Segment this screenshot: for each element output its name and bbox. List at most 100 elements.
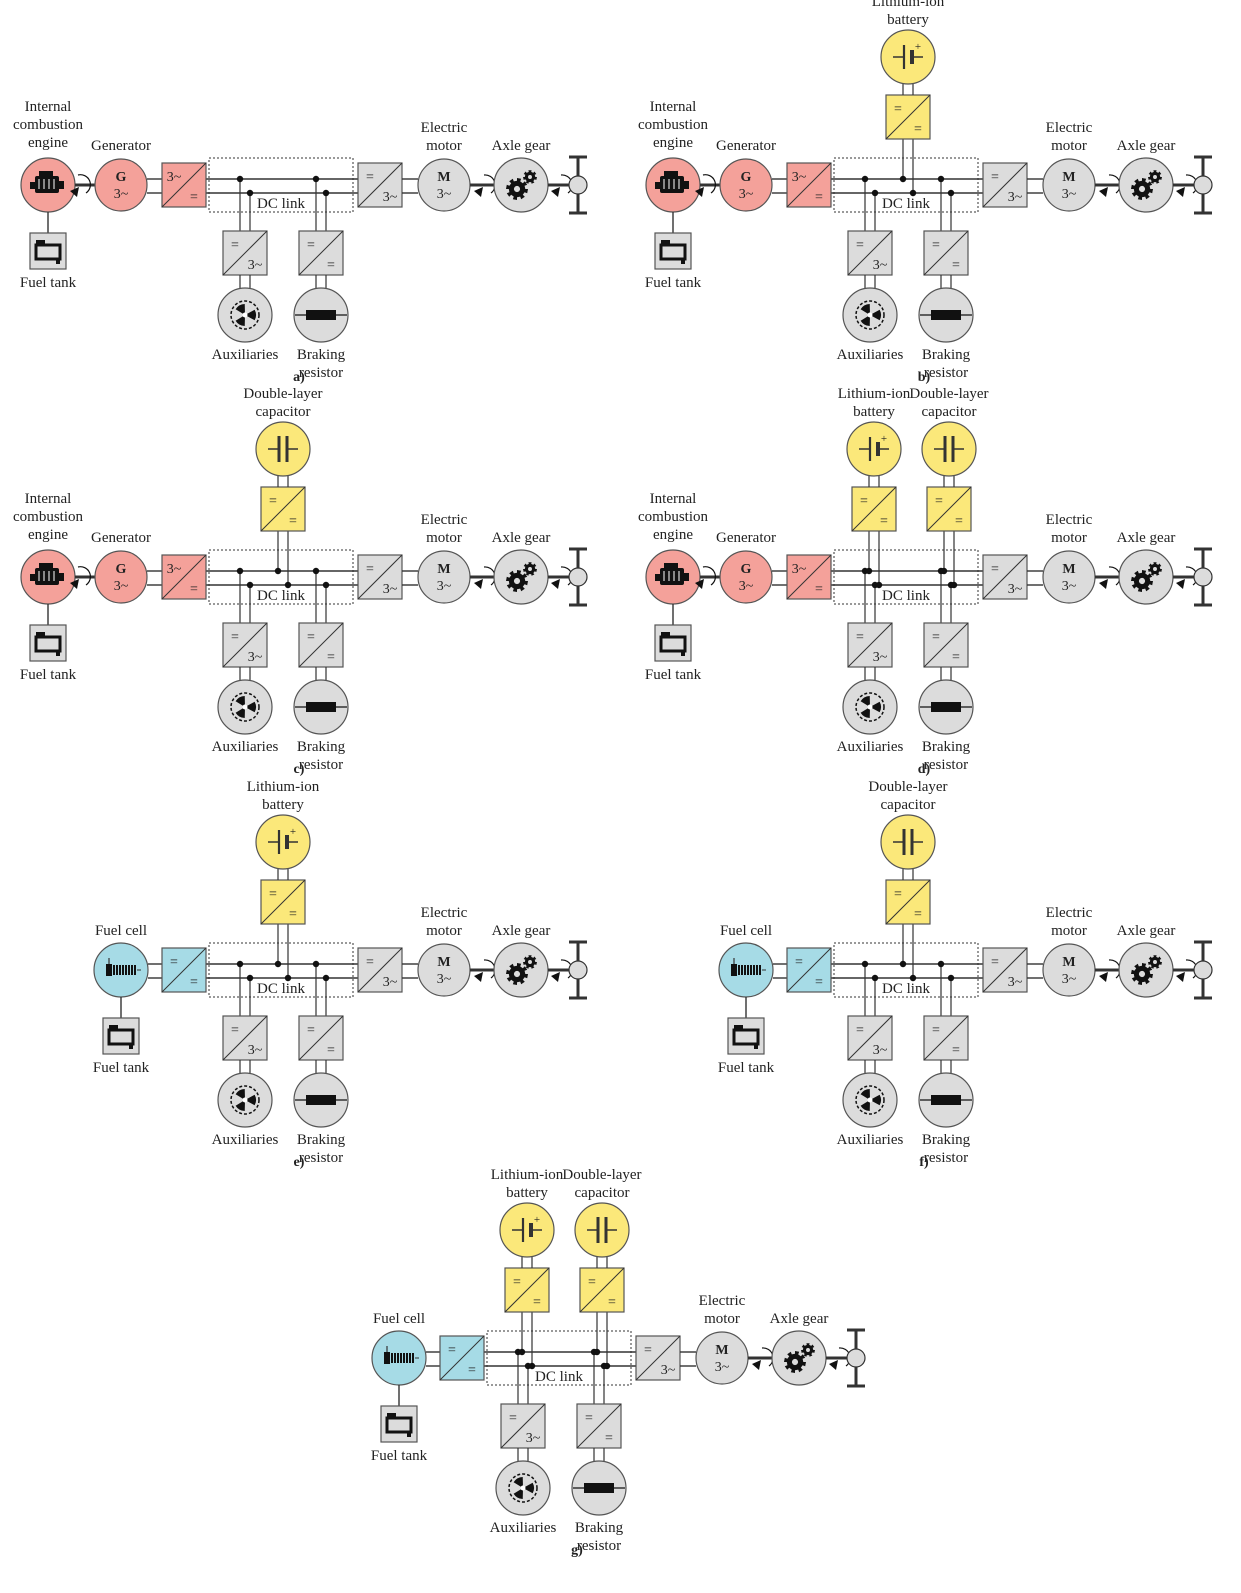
battery-icon: + [859,433,889,461]
dc-link-box [208,157,354,213]
junction-dot [312,960,320,968]
svg-text:+: + [881,433,887,445]
gear-icon [784,1343,815,1373]
junction-dot [312,175,320,183]
gear-icon [506,170,537,200]
battery-converter: == [885,94,931,140]
brake-chopper: == [923,622,969,668]
converter-symbol-out: = [952,650,960,665]
converter-symbol-in: = [588,1275,596,1290]
converter-symbol-in: = [307,630,315,645]
junction-dot [909,974,917,982]
converter-symbol-out: = [914,122,922,137]
motor-phase: 3~ [437,579,452,594]
fuel-tank-icon [654,232,692,270]
converter-symbol-in: 3~ [792,170,807,185]
motor-phase: 3~ [1062,187,1077,202]
traction-inverter: =3~ [982,947,1028,993]
engine-icon [30,171,64,193]
converter-symbol-out: 3~ [383,582,398,597]
converter-symbol-out: 3~ [248,650,263,665]
engine-icon [655,171,689,193]
converter-symbol-out: 3~ [1008,190,1023,205]
motor-symbol: M [1062,170,1075,185]
dc-link-box [486,1330,632,1386]
junction-dot [950,581,958,589]
axle-gear-label: Axle gear [1117,138,1176,154]
dc-link-label: DC link [257,981,305,997]
converter-symbol-in: = [366,562,374,577]
wheelset-icon [568,155,588,215]
junction-dot [899,175,907,183]
junction-dot [865,567,873,575]
converter-symbol-out: 3~ [873,1043,888,1058]
brake-chopper: == [298,230,344,276]
subfigure-caption: e) [294,1155,305,1170]
auxiliary-inverter: =3~ [222,622,268,668]
engine-icon [30,563,64,585]
motor-circle [417,550,471,604]
converter-symbol-in: = [935,494,943,509]
converter-symbol-out: 3~ [526,1431,541,1446]
junction-dot [322,581,330,589]
generator-phase: 3~ [114,579,129,594]
fuel-tank-label: Fuel tank [718,1060,775,1076]
wheelset-icon [568,547,588,607]
motor-phase: 3~ [715,1360,730,1375]
converter-symbol-in: = [991,562,999,577]
dc-link-label: DC link [535,1369,583,1385]
rectifier: 3~= [786,554,832,600]
converter-symbol-out: = [605,1431,613,1446]
converter-symbol-in: = [991,955,999,970]
converter-symbol-in: = [231,238,239,253]
dc-link-label: DC link [257,196,305,212]
subfigure-caption: b) [918,370,931,385]
junction-dot [861,960,869,968]
junction-dot [593,1348,601,1356]
capacitor-converter: == [885,879,931,925]
fuel-tank-label: Fuel tank [645,275,702,291]
fuel-tank-label: Fuel tank [20,275,77,291]
junction-dot [909,189,917,197]
junction-dot [322,189,330,197]
converter-symbol-out: 3~ [248,1043,263,1058]
fuel-cell-icon [731,958,766,976]
converter-symbol-out: = [289,907,297,922]
wheelset-icon [1193,940,1213,1000]
converter-symbol-in: = [856,630,864,645]
converter-symbol-in: = [269,887,277,902]
motor-phase: 3~ [437,187,452,202]
generator-phase: 3~ [739,579,754,594]
motor-symbol: M [437,562,450,577]
junction-dot [274,567,282,575]
fuel-cell-label: Fuel cell [720,923,772,939]
battery-circle [255,814,311,870]
dc-link-box [833,942,979,998]
motor-phase: 3~ [1062,579,1077,594]
brake-chopper: == [923,230,969,276]
capacitor-circle [574,1202,630,1258]
converter-symbol-in: = [170,955,178,970]
converter-symbol-in: = [991,170,999,185]
capacitor-circle [921,421,977,477]
fuel-tank-label: Fuel tank [371,1448,428,1464]
motor-phase: 3~ [1062,972,1077,987]
motor-symbol: M [437,170,450,185]
converter-symbol-out: 3~ [248,258,263,273]
converter-symbol-out: = [815,975,823,990]
generator-phase: 3~ [114,187,129,202]
brake-chopper: == [923,1015,969,1061]
generator-symbol: G [741,170,752,185]
generator-circle [719,550,773,604]
